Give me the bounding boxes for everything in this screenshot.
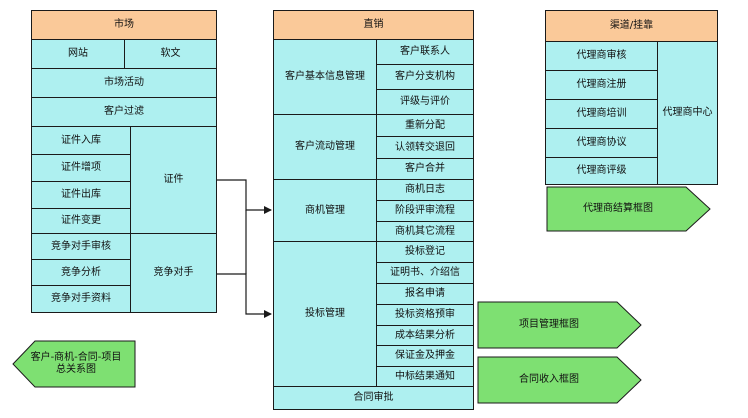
customer-info-item: 评级与评价 (376, 89, 474, 115)
overview-label: 客户-商机-合同-项目总关系图 (30, 351, 122, 376)
opportunity-group-cell: 商机管理 (273, 179, 377, 242)
softtext-cell: 软文 (124, 39, 217, 69)
customer-filter-cell: 客户过滤 (31, 97, 217, 127)
agent-settlement-link[interactable] (546, 186, 712, 232)
agent-item: 代理商注册 (545, 70, 658, 100)
contract-income-label: 合同收入框图 (519, 373, 579, 385)
competitor-group-cell: 竞争对手 (130, 233, 217, 313)
agent-settlement-label: 代理商结算框图 (583, 202, 653, 214)
customer-info-item: 客户联系人 (376, 39, 474, 65)
contract-income-link[interactable] (477, 356, 643, 404)
customer-info-group-cell: 客户基本信息管理 (273, 39, 377, 115)
certificate-item: 证件入库 (31, 126, 131, 155)
certificate-connector (217, 179, 272, 214)
overview-link[interactable] (11, 340, 137, 388)
contract-approval-cell: 合同审批 (273, 386, 474, 410)
competitor-connector (217, 273, 272, 318)
competitor-item: 竞争分析 (31, 259, 131, 286)
project-mgmt-link[interactable] (477, 301, 643, 349)
agent-center-cell: 代理商中心 (657, 41, 718, 185)
agent-item: 代理商审核 (545, 41, 658, 71)
bidding-group-cell: 投标管理 (273, 241, 377, 387)
market-header: 市场 (31, 10, 217, 40)
competitor-item: 竞争对手资料 (31, 285, 131, 313)
customer-flow-group-cell: 客户流动管理 (273, 114, 377, 180)
certificate-item: 证件增项 (31, 154, 131, 182)
market-activities-cell: 市场活动 (31, 68, 217, 98)
project-mgmt-label: 项目管理框图 (519, 318, 579, 330)
